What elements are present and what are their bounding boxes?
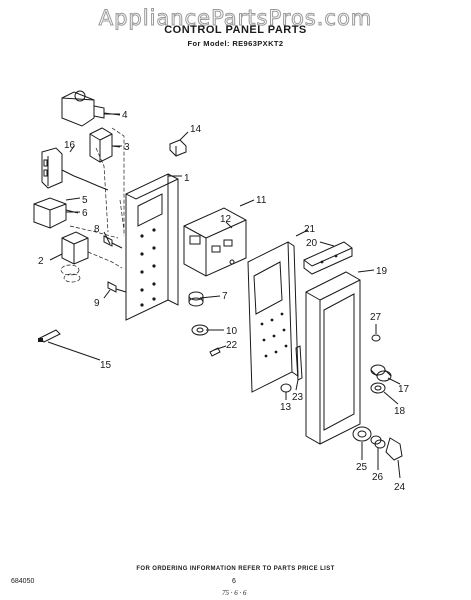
- callout-22: 22: [226, 340, 238, 351]
- callout-26: 26: [372, 472, 384, 483]
- part-17-knob: [370, 364, 392, 382]
- callout-6: 6: [82, 208, 88, 219]
- wiring-leads: [69, 127, 125, 269]
- part-7-spacer: [188, 291, 204, 307]
- callout-23: 23: [292, 392, 304, 403]
- callout-14: 14: [190, 124, 202, 135]
- callout-21: 21: [304, 224, 316, 235]
- part-13-knob: [280, 383, 292, 393]
- part-15-pin: [38, 329, 61, 343]
- part-6-block: [33, 197, 79, 229]
- part-1-frame-panel: [125, 173, 179, 321]
- callout-7: 7: [222, 291, 228, 302]
- page-number: 6: [232, 578, 236, 585]
- callout-2: 2: [38, 256, 44, 267]
- callout-16: 16: [64, 140, 76, 151]
- callout-1: 1: [184, 173, 190, 184]
- part-18-knob: [370, 382, 386, 394]
- callout-3: 3: [124, 142, 130, 153]
- part-3-switch: [89, 127, 121, 163]
- part-10-washer: [191, 324, 209, 336]
- page-title: CONTROL PANEL PARTS: [164, 24, 307, 36]
- part-21-front-panel: [247, 241, 299, 393]
- part-4-motor: [61, 90, 121, 127]
- document-part-number: 684050: [11, 578, 35, 585]
- part-26-spring: [370, 435, 386, 449]
- callout-12: 12: [220, 214, 232, 225]
- part-20-bracket: [303, 241, 353, 275]
- callout-5: 5: [82, 195, 88, 206]
- part-27-nut: [371, 334, 381, 342]
- callout-15: 15: [100, 360, 112, 371]
- callout-24: 24: [394, 482, 406, 493]
- callout-labels: 1 2 3 4 5 6 7 8 9 10 11 12 13 14 15 16 1…: [38, 110, 410, 493]
- leader-lines: [47, 113, 401, 479]
- part-14-clip: [169, 139, 187, 157]
- callout-13: 13: [280, 402, 292, 413]
- callout-17: 17: [398, 384, 410, 395]
- callout-9: 9: [94, 298, 100, 309]
- callout-19: 19: [376, 266, 388, 277]
- part-25-knob: [352, 426, 372, 442]
- part-8-screw: [103, 235, 123, 249]
- callout-11: 11: [256, 195, 267, 206]
- part-24-cap: [385, 437, 403, 461]
- part-19-housing: [305, 271, 361, 445]
- part-2-terminal-block: [60, 231, 89, 283]
- callout-20: 20: [306, 238, 318, 249]
- revision-mark: 75 · 6 · 6: [222, 589, 247, 597]
- part-23-strip: [295, 345, 303, 381]
- callout-4: 4: [122, 110, 128, 121]
- part-9-screw: [107, 281, 127, 293]
- callout-27: 27: [370, 312, 382, 323]
- callout-25: 25: [356, 462, 368, 473]
- part-11-control-board: [183, 207, 247, 277]
- model-line: For Model: RE963PXKT2: [187, 39, 284, 48]
- callout-18: 18: [394, 406, 406, 417]
- callout-10: 10: [226, 326, 238, 337]
- watermark: AppliancePartsPros.com: [98, 6, 373, 31]
- ordering-note: FOR ORDERING INFORMATION REFER TO PARTS …: [136, 566, 335, 572]
- part-16-relay: [41, 147, 109, 191]
- callout-8: 8: [94, 224, 100, 235]
